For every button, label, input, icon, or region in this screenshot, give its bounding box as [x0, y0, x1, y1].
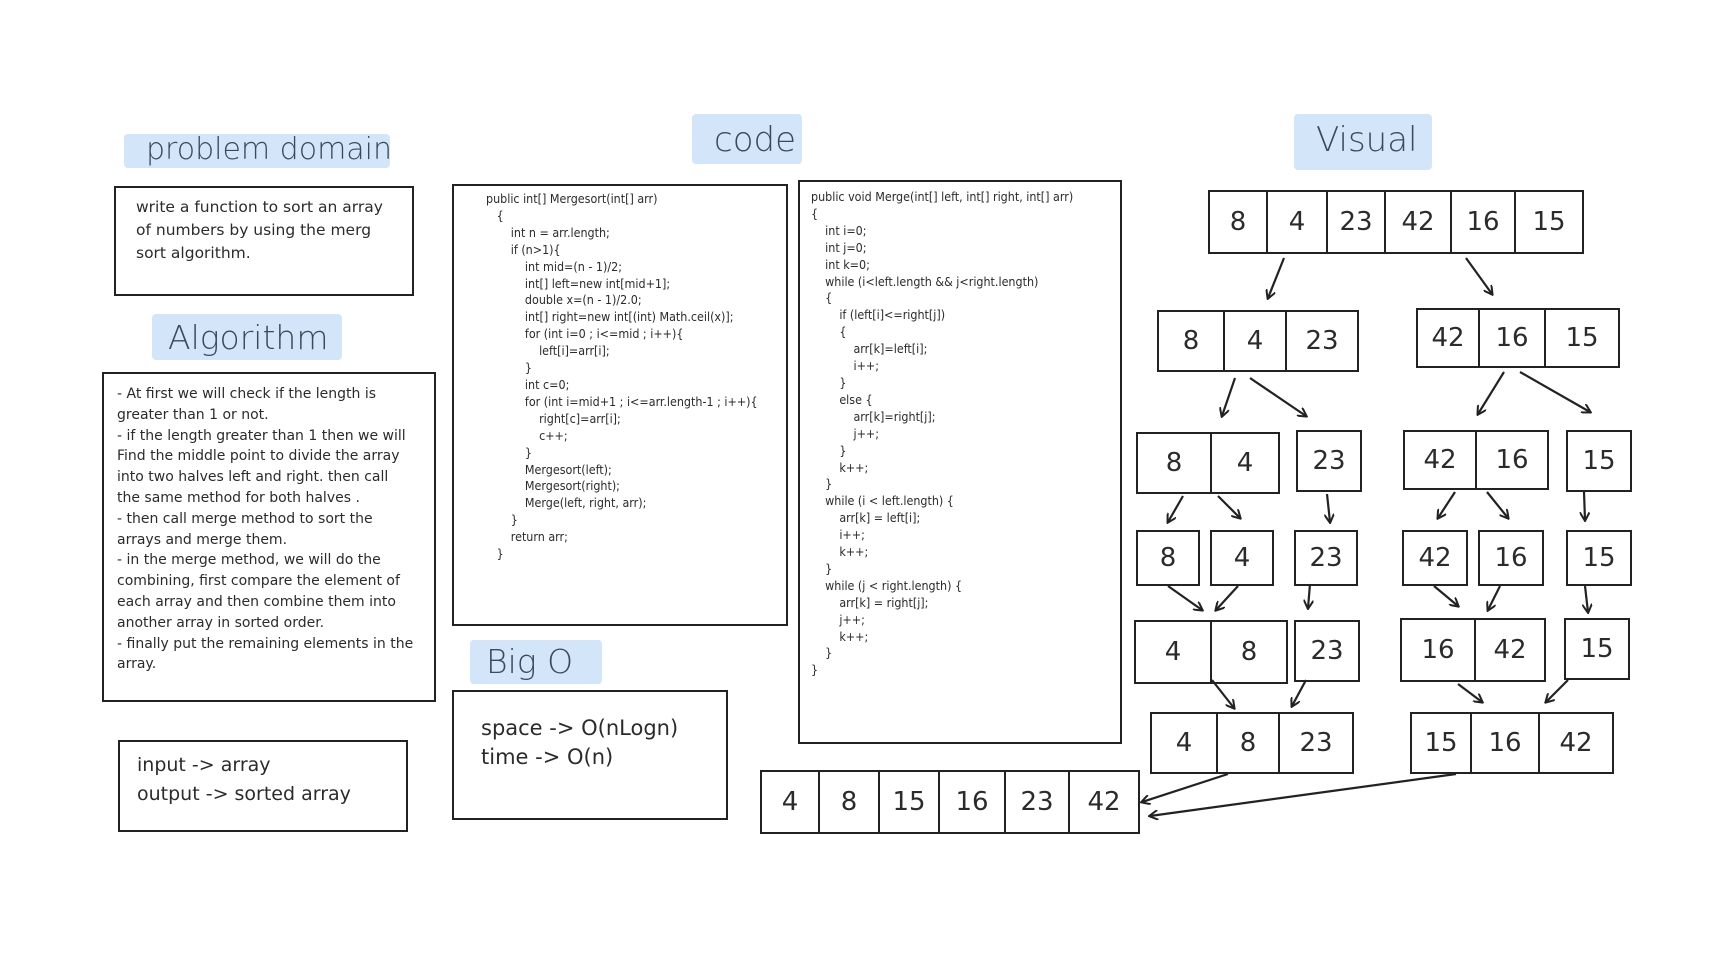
final-sorted-array-cell: 15: [878, 770, 940, 834]
io-text: input -> array output -> sorted array: [137, 754, 351, 805]
arrow: [1167, 585, 1202, 610]
split1-right-array-cell: 15: [1544, 308, 1620, 368]
merge-code: public void Merge(int[] left, int[] righ…: [811, 189, 1074, 678]
arrow: [1327, 493, 1330, 522]
arrow: [1438, 491, 1456, 518]
arrow: [1292, 679, 1307, 706]
initial-array-cell: 4: [1266, 190, 1328, 254]
arrow: [1216, 585, 1239, 610]
big-o-highlight: [470, 640, 602, 684]
merge2-right-array-cell: 42: [1538, 712, 1614, 774]
problem-domain-heading: problem domain: [146, 132, 393, 167]
problem-domain-box: [114, 186, 414, 296]
arrow: [1546, 679, 1569, 702]
split2-c-array-cell: 42: [1403, 430, 1477, 490]
final-sorted-array-cell: 16: [938, 770, 1006, 834]
merge1-c-array-cell: 42: [1474, 618, 1546, 682]
arrow: [1486, 491, 1508, 518]
arrow: [1433, 585, 1458, 606]
arrow: [1168, 495, 1184, 522]
initial-array-cell: 23: [1326, 190, 1386, 254]
arrow: [1268, 257, 1286, 298]
algorithm-box: [102, 372, 436, 702]
arrow: [1488, 585, 1501, 610]
split3-f-array-cell: 15: [1566, 530, 1632, 586]
split2-a-array-cell: 4: [1210, 432, 1280, 494]
arrow: [1142, 772, 1229, 802]
split3-e-array-cell: 16: [1478, 530, 1544, 586]
split2-b-array-cell: 23: [1296, 430, 1362, 492]
split1-right-array-cell: 42: [1416, 308, 1480, 368]
split3-a-array-cell: 8: [1136, 530, 1200, 586]
visual-highlight: [1294, 114, 1432, 170]
split1-left-array-cell: 8: [1157, 310, 1225, 372]
visual-heading: Visual: [1316, 120, 1418, 160]
arrow: [1222, 377, 1237, 416]
final-sorted-array-cell: 4: [760, 770, 820, 834]
initial-array-cell: 8: [1208, 190, 1268, 254]
split3-d-array-cell: 42: [1402, 530, 1468, 586]
arrow: [1585, 585, 1588, 612]
algorithm-heading: Algorithm: [168, 318, 329, 357]
merge-code-box: [798, 180, 1122, 744]
split1-left-array-cell: 23: [1285, 310, 1359, 372]
merge1-a-array-cell: 4: [1134, 620, 1212, 684]
io-box: [118, 740, 408, 832]
arrow: [1457, 683, 1482, 702]
arrow: [1478, 371, 1505, 414]
merge2-left-array-cell: 8: [1216, 712, 1280, 774]
final-sorted-array-cell: 8: [818, 770, 880, 834]
arrow: [1465, 257, 1492, 294]
algorithm-text: - At first we will check if the length i…: [117, 386, 414, 673]
mergesort-code: public int[] Mergesort(int[] arr) { int …: [486, 191, 758, 562]
problem-domain-text: write a function to sort an array of num…: [136, 198, 383, 262]
split1-left-array-cell: 4: [1223, 310, 1287, 372]
initial-array-cell: 16: [1450, 190, 1516, 254]
code-highlight: [692, 114, 802, 164]
big-o-box: [452, 690, 728, 820]
arrow: [1217, 495, 1240, 518]
arrow: [1150, 772, 1457, 816]
final-sorted-array-cell: 42: [1068, 770, 1140, 834]
merge2-right-array-cell: 15: [1410, 712, 1472, 774]
split2-a-array-cell: 8: [1136, 432, 1212, 494]
final-sorted-array-cell: 23: [1004, 770, 1070, 834]
split3-c-array-cell: 23: [1294, 530, 1358, 586]
arrow: [1211, 679, 1234, 708]
split3-b-array-cell: 4: [1210, 530, 1274, 586]
arrow: [1249, 377, 1306, 416]
merge1-a-array-cell: 8: [1210, 620, 1288, 684]
mergesort-code-box: [452, 184, 788, 626]
merge2-left-array-cell: 23: [1278, 712, 1354, 774]
arrow: [1308, 583, 1310, 608]
merge1-d-array-cell: 15: [1564, 618, 1630, 680]
big-o-heading: Big O: [486, 642, 574, 681]
algorithm-highlight: [152, 314, 342, 360]
initial-array-cell: 42: [1384, 190, 1452, 254]
problem-domain-highlight: [124, 134, 390, 168]
code-heading: code: [714, 120, 796, 160]
initial-array-cell: 15: [1514, 190, 1584, 254]
merge1-b-array-cell: 23: [1294, 620, 1360, 682]
split2-d-array-cell: 15: [1566, 430, 1632, 492]
merge1-c-array-cell: 16: [1400, 618, 1476, 682]
arrow: [1584, 491, 1585, 520]
split2-c-array-cell: 16: [1475, 430, 1549, 490]
big-o-text: space -> O(nLogn) time -> O(n): [481, 716, 679, 769]
arrow: [1519, 371, 1590, 412]
